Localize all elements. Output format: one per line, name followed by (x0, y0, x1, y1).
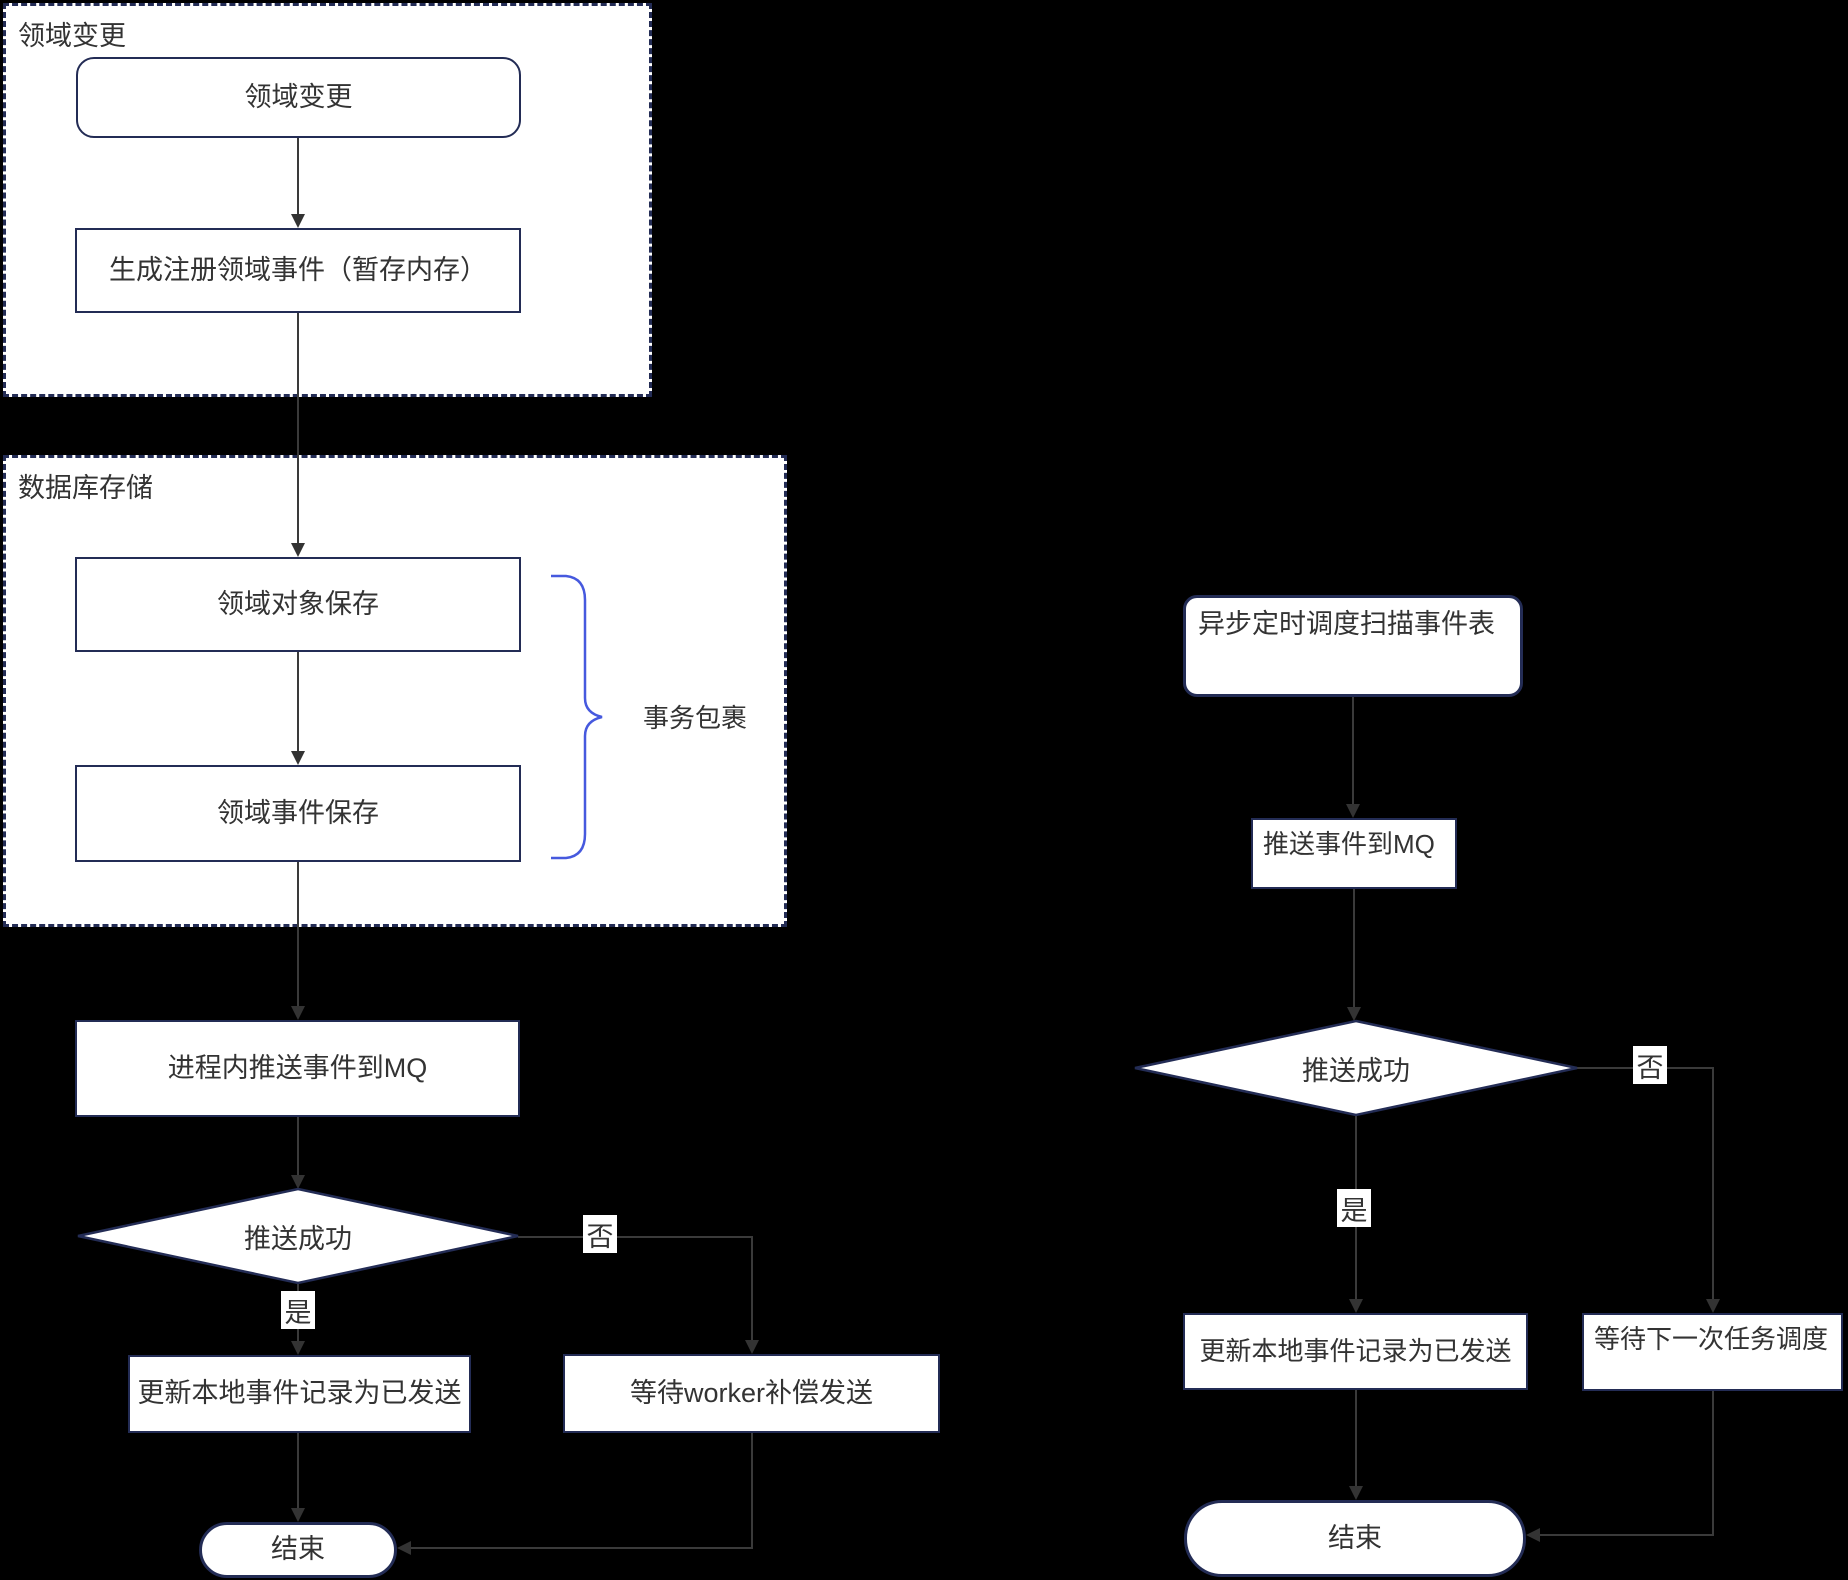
edge-label-yes-right: 是 (1337, 1189, 1371, 1227)
arrowhead (745, 1340, 759, 1354)
edge-waitnext-to-end (1540, 1391, 1714, 1536)
arrowhead (1349, 1299, 1363, 1313)
edge-label-no-right: 否 (1633, 1046, 1667, 1084)
node-save-object: 领域对象保存 (75, 557, 521, 652)
edge-decision-no-left (518, 1236, 753, 1340)
transaction-brace (551, 574, 603, 860)
arrowhead (291, 1341, 305, 1355)
edge-decision-no-right (1577, 1067, 1714, 1299)
edge-label-no-left: 否 (583, 1215, 617, 1253)
arrowhead (1526, 1528, 1540, 1542)
node-end-left: 结束 (199, 1522, 397, 1578)
arrowhead (1347, 1007, 1361, 1021)
arrowhead (291, 543, 305, 557)
edge-waitworker-to-end (411, 1433, 753, 1549)
arrowhead (1349, 1486, 1363, 1500)
diamonds (77, 1019, 1578, 1285)
node-push-mq-inproc: 进程内推送事件到MQ (75, 1020, 520, 1117)
node-wait-worker: 等待worker补偿发送 (563, 1354, 940, 1433)
decision-diamond-left (77, 1187, 519, 1285)
node-update-record-right: 更新本地事件记录为已发送 (1183, 1313, 1528, 1390)
group-domain-change-label: 领域变更 (18, 21, 126, 51)
arrowheads (291, 214, 1720, 1555)
decision-left-label: 推送成功 (244, 1223, 352, 1254)
decision-diamond-right (1134, 1019, 1578, 1117)
node-wait-next-task: 等待下一次任务调度 (1582, 1313, 1843, 1391)
edge-label-yes-left: 是 (281, 1291, 315, 1329)
group-db-store-label: 数据库存储 (18, 473, 153, 503)
node-start: 领域变更 (76, 57, 521, 138)
transaction-brace-label: 事务包裹 (643, 703, 748, 733)
arrowhead (1346, 804, 1360, 818)
node-save-event: 领域事件保存 (75, 765, 521, 862)
arrowhead (1706, 1299, 1720, 1313)
arrowhead (397, 1541, 411, 1555)
node-scheduler-scan: 异步定时调度扫描事件表 (1183, 595, 1523, 697)
arrowhead (291, 1508, 305, 1522)
node-end-right: 结束 (1184, 1500, 1526, 1577)
arrowhead (291, 1175, 305, 1189)
arrowhead (291, 751, 305, 765)
node-update-record-left: 更新本地事件记录为已发送 (128, 1355, 471, 1433)
arrowhead (291, 214, 305, 228)
decision-right-label: 推送成功 (1302, 1055, 1410, 1086)
arrowhead (291, 1006, 305, 1020)
node-push-mq-right: 推送事件到MQ (1251, 818, 1457, 889)
node-gen-event: 生成注册领域事件（暂存内存） (75, 228, 521, 313)
